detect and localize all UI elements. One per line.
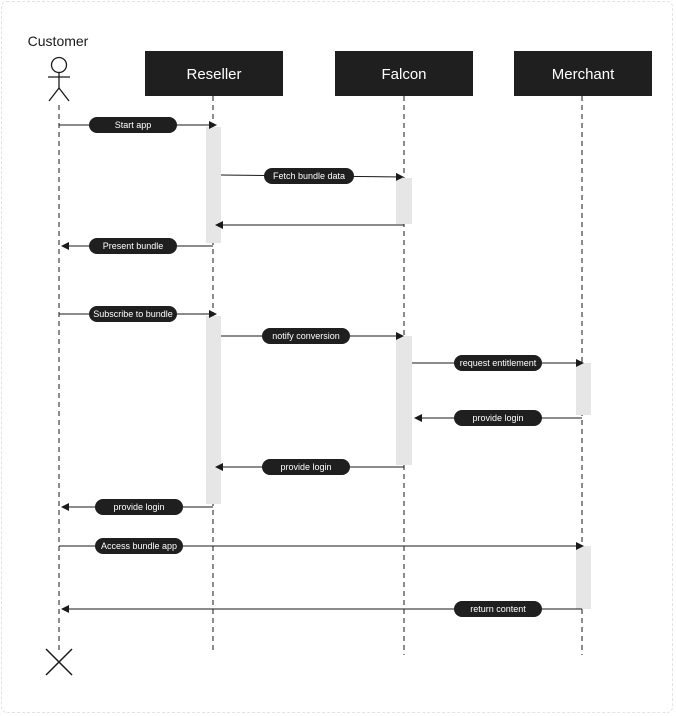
message-label: Fetch bundle data <box>273 171 345 181</box>
activation-bar-reseller <box>206 316 221 504</box>
activation-bar-merchant <box>576 363 591 415</box>
message-label: notify conversion <box>272 331 340 341</box>
activation-bar-falcon <box>396 178 412 224</box>
message-arrow: Access bundle app <box>59 538 584 554</box>
message-label: Subscribe to bundle <box>93 309 173 319</box>
activation-bar-reseller <box>206 127 221 243</box>
actor-reseller: Reseller <box>145 51 283 96</box>
message-label: provide login <box>113 502 164 512</box>
message-label: return content <box>470 604 526 614</box>
message-arrow: return content <box>61 601 582 617</box>
message-label: request entitlement <box>460 358 537 368</box>
actor-reseller-label: Reseller <box>186 66 241 83</box>
actor-merchant-label: Merchant <box>552 66 615 83</box>
actor-falcon: Falcon <box>335 51 473 96</box>
activation-bar-merchant <box>576 546 591 609</box>
activation-bar-falcon <box>396 336 412 465</box>
message-label: Start app <box>115 120 152 130</box>
message-arrow: Present bundle <box>61 238 213 254</box>
message-arrow: Subscribe to bundle <box>59 306 217 322</box>
actor-customer-label: Customer <box>28 33 89 49</box>
message-label: Present bundle <box>103 241 164 251</box>
message-arrow: Start app <box>59 117 217 133</box>
message-arrow: Fetch bundle data <box>220 168 404 184</box>
destroy-x-icon <box>45 648 73 676</box>
message-label: Access bundle app <box>101 541 177 551</box>
actor-merchant: Merchant <box>514 51 652 96</box>
message-arrow: provide login <box>215 459 404 475</box>
message-arrow: provide login <box>61 499 213 515</box>
customer-actor-icon <box>48 56 70 102</box>
message-arrow: notify conversion <box>221 328 404 344</box>
message-label: provide login <box>280 462 331 472</box>
message-arrow: provide login <box>414 410 582 426</box>
message-arrow: request entitlement <box>412 355 584 371</box>
message-label: provide login <box>472 413 523 423</box>
actor-falcon-label: Falcon <box>381 66 426 83</box>
